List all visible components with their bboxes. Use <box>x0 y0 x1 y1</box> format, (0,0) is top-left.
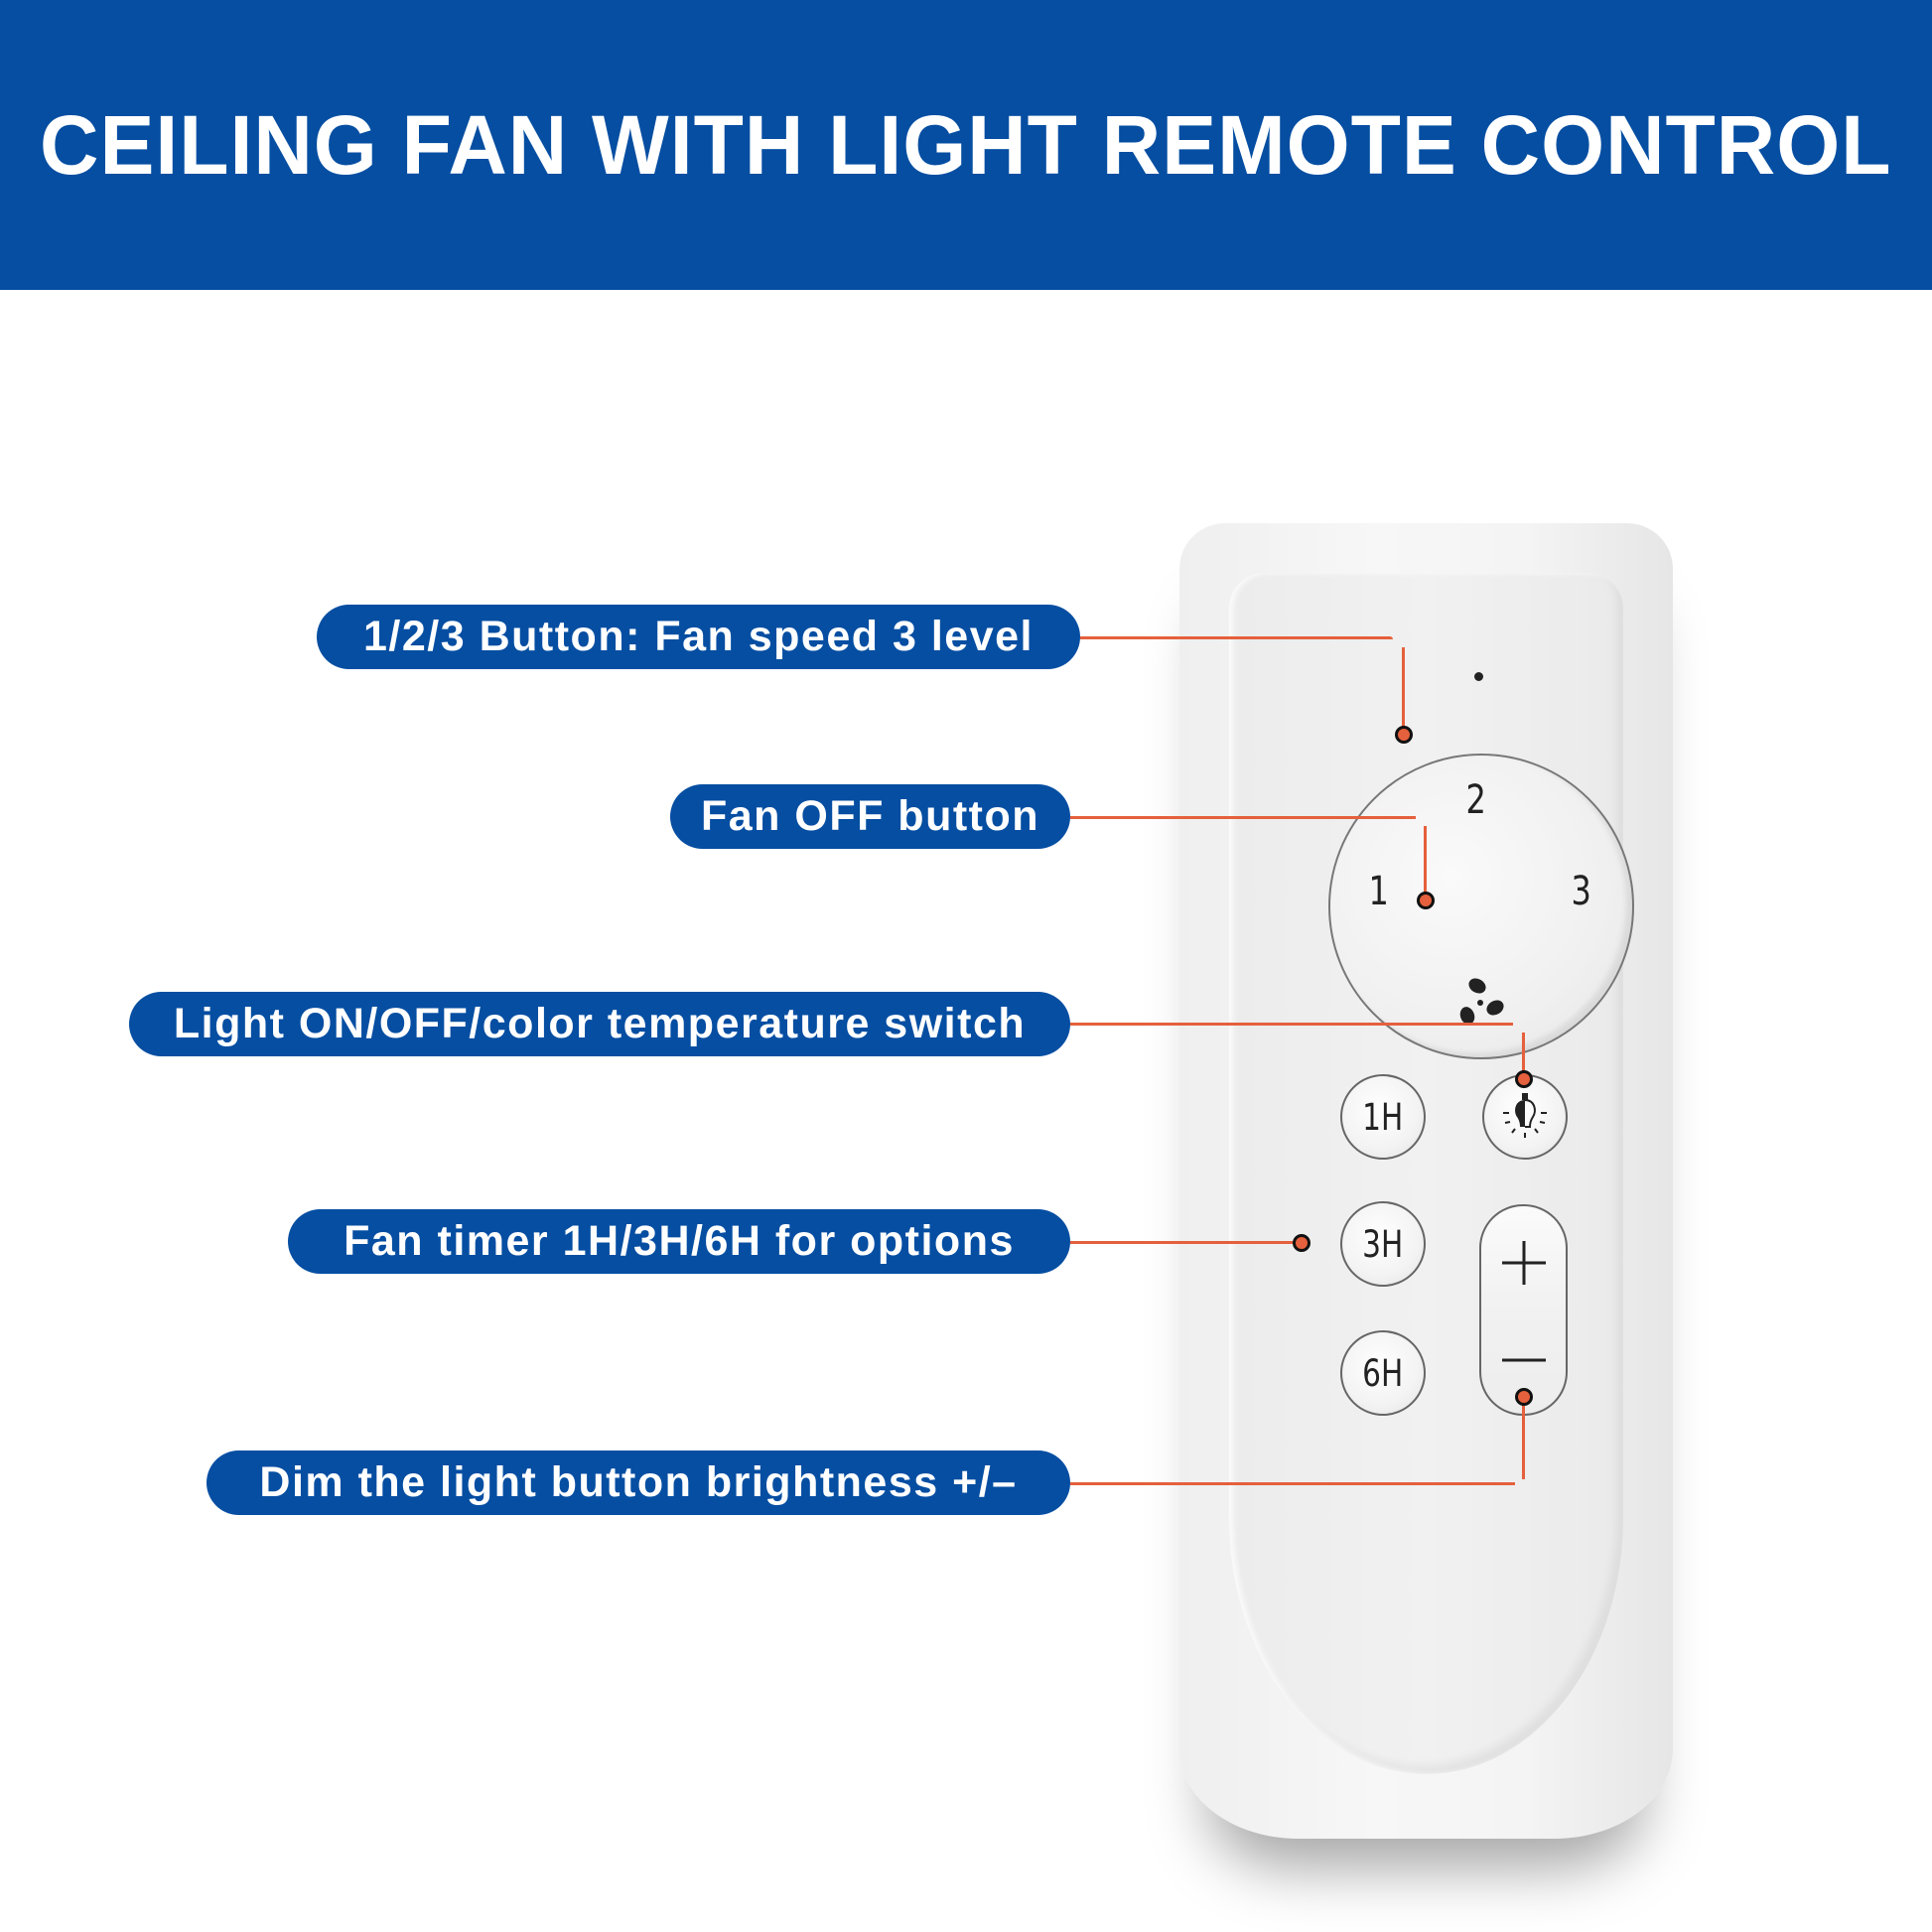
timer-1h-button[interactable]: 1H <box>1340 1074 1426 1160</box>
timer-6h-button[interactable]: 6H <box>1340 1330 1426 1416</box>
callout-fan-speed: 1/2/3 Button: Fan speed 3 level <box>317 605 1080 669</box>
brightness-minus-button[interactable] <box>1499 1345 1549 1375</box>
leader-dot-5 <box>1515 1388 1533 1406</box>
leader-line-1 <box>1080 636 1393 639</box>
page-title: CEILING FAN WITH LIGHT REMOTE CONTROL <box>40 97 1892 192</box>
light-toggle-button[interactable] <box>1482 1074 1568 1160</box>
remote-control: 2 1 3 1H 3H 6H <box>1179 523 1673 1839</box>
leader-line-4 <box>1070 1241 1297 1244</box>
brightness-plus-button[interactable] <box>1499 1238 1549 1288</box>
callout-fan-off: Fan OFF button <box>670 784 1070 849</box>
light-bulb-icon <box>1503 1093 1547 1138</box>
leader-line-2-vertical <box>1424 826 1427 896</box>
header-banner: CEILING FAN WITH LIGHT REMOTE CONTROL <box>0 0 1932 290</box>
callout-dimmer: Dim the light button brightness +/– <box>207 1450 1070 1515</box>
fan-icon <box>1459 978 1504 1025</box>
leader-line-5-vertical <box>1522 1400 1525 1479</box>
minus-icon <box>1502 1358 1546 1362</box>
dimmer-rocker[interactable] <box>1479 1204 1568 1416</box>
leader-line-1-vertical <box>1402 647 1405 731</box>
leader-dot-2 <box>1417 892 1435 909</box>
callout-light-switch: Light ON/OFF/color temperature switch <box>129 992 1070 1056</box>
speed-1-button[interactable]: 1 <box>1368 869 1389 914</box>
callout-fan-timer: Fan timer 1H/3H/6H for options <box>288 1209 1070 1274</box>
plus-icon <box>1502 1241 1546 1285</box>
speed-3-button[interactable]: 3 <box>1571 869 1591 914</box>
leader-line-3-vertical <box>1522 1033 1525 1076</box>
remote-face: 2 1 3 1H 3H 6H <box>1229 573 1634 1774</box>
indicator-led <box>1474 672 1483 681</box>
leader-dot-4 <box>1293 1234 1311 1252</box>
fan-off-button[interactable] <box>1453 974 1509 1030</box>
fan-speed-dial[interactable]: 2 1 3 <box>1328 754 1634 1059</box>
speed-2-button[interactable]: 2 <box>1465 777 1486 823</box>
leader-line-2 <box>1070 816 1416 819</box>
leader-line-5 <box>1070 1482 1515 1485</box>
timer-3h-button[interactable]: 3H <box>1340 1201 1426 1287</box>
leader-line-3 <box>1070 1023 1513 1026</box>
leader-dot-3 <box>1515 1070 1533 1088</box>
leader-dot-1 <box>1395 726 1413 744</box>
